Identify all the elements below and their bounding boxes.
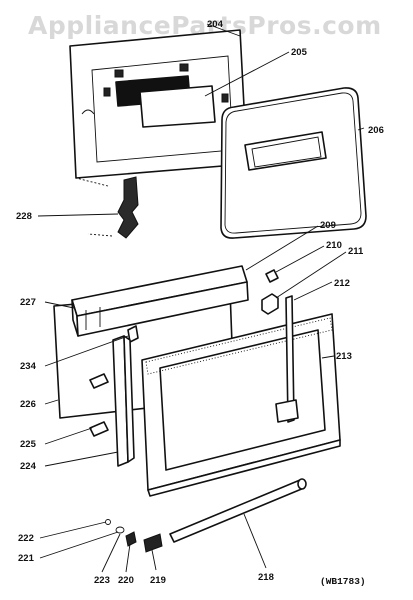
callout-234: 234 (20, 361, 37, 372)
callout-220: 220 (118, 575, 134, 586)
small-hardware (105, 519, 163, 553)
callout-205: 205 (291, 47, 308, 58)
bottom-trim (169, 478, 307, 543)
callout-227: 227 (20, 297, 36, 308)
callout-213: 213 (336, 351, 352, 362)
left-trim-strip (112, 335, 135, 467)
callout-labels: 204 205 206 228 209 210 211 227 212 234 … (16, 19, 384, 586)
callout-210: 210 (326, 240, 342, 251)
callout-209: 209 (320, 220, 336, 231)
hinge (75, 176, 139, 239)
callout-225: 225 (20, 439, 37, 450)
callout-219: 219 (150, 575, 166, 586)
outer-door-panel (220, 87, 367, 239)
callout-leaders (37, 23, 365, 573)
callout-224: 224 (20, 461, 37, 472)
callout-206: 206 (368, 125, 384, 136)
callout-211: 211 (348, 246, 364, 257)
top-channel (71, 265, 249, 337)
callout-204: 204 (207, 19, 224, 30)
callout-223: 223 (94, 575, 110, 586)
callout-221: 221 (18, 553, 35, 564)
callout-212: 212 (334, 278, 350, 289)
callout-222: 222 (18, 533, 34, 544)
window-glass (115, 75, 216, 128)
callout-228: 228 (16, 211, 32, 222)
callout-218: 218 (258, 572, 274, 583)
callout-226: 226 (20, 399, 36, 410)
right-channel (275, 295, 299, 423)
diagram-code: (WB1783) (320, 576, 366, 587)
